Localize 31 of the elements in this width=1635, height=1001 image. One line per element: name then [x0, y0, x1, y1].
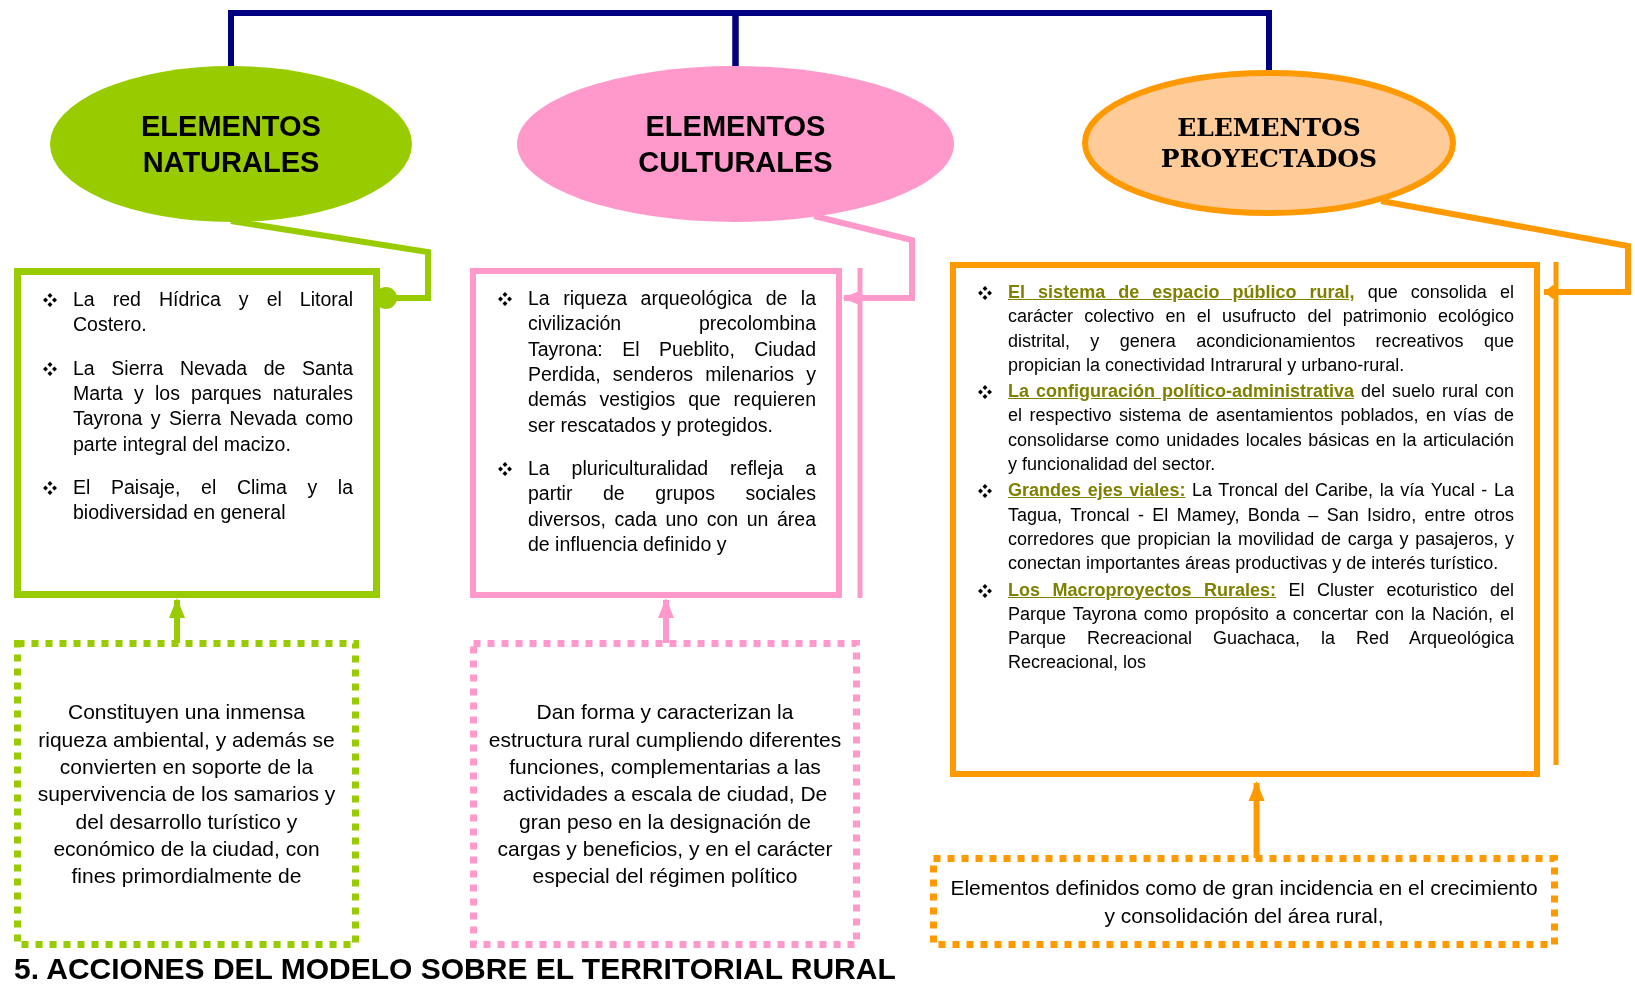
- connector-line: [732, 10, 1272, 70]
- dotted-note-box: [470, 640, 860, 948]
- list-item-text: El Paisaje, el Clima y la biodiversidad en general: [73, 475, 353, 526]
- section-heading: 5. ACCIONES DEL MODELO SOBRE EL TERRITORIAL RURAL: [14, 952, 896, 986]
- bullet-list-box: [470, 268, 842, 598]
- dotted-note-box: [14, 640, 359, 948]
- ellipse-node: [517, 66, 954, 222]
- note-text: Elementos definidos como de gran incidencia en el crecimiento y consolidación del área rural,: [949, 875, 1539, 929]
- heading-text: ELEMENTOS PROYECTADOS: [1159, 111, 1379, 175]
- note-text: Dan forma y caracterizan la estructura rural cumpliendo diferentes funciones, complementarias a las actividades a escala de ciudad, De gran peso en la designación de cargas y beneficios, y en el carácter especial del régimen político: [488, 699, 842, 890]
- connector-line: [230, 218, 431, 309]
- list-item-text: La red Hídrica y el Litoral Costero.: [73, 287, 353, 338]
- list-item-text: La Sierra Nevada de Santa Marta y los parques naturales Tayrona y Sierra Nevada como parte integral del macizo.: [73, 355, 353, 457]
- connector-line: [813, 213, 915, 306]
- list-item-text: La riqueza arqueológica de la civilización precolombina Tayrona: El Pueblito, Ciudad Perdida, senderos milenarios y demás vestigios que requieren ser rescatados y protegidos.: [528, 286, 816, 438]
- bullet-list-box: [950, 262, 1540, 777]
- connector-line: [169, 598, 185, 643]
- dotted-note-box: [930, 855, 1558, 948]
- ellipse-node: [1082, 70, 1456, 216]
- connector-line: [1380, 198, 1631, 299]
- list-item-text: La pluriculturalidad refleja a partir de grupos sociales diversos, cada uno con un área de influencia definido y: [528, 456, 816, 558]
- heading-text: ELEMENTOS NATURALES: [140, 108, 322, 180]
- note-text: Constituyen una inmensa riqueza ambiental, y además se convierten en soporte de la supervivencia de los samarios y del desarrollo turístico y económico de la ciudad, con fines primordialmente de: [36, 699, 337, 890]
- list-item-text: Los Macroproyectos Rurales: El Cluster ecoturistico del Parque Tayrona como propósito a concertar con la Nación, el Parque Recreacional Guachaca, la Red Arqueológica Recreacional, los: [1008, 578, 1514, 675]
- heading-text: ELEMENTOS CULTURALES: [637, 108, 834, 180]
- list-item-text: El sistema de espacio público rural, que consolida el carácter colectivo en el usufructo del patrimonio ecológico distrital, y genera acondicionamientos recreativos que propician la conectividad Intrarural y urbano-rural.: [1008, 281, 1514, 377]
- list-item-text: La configuración político-administrativa del suelo rural con el respectivo sistema de asentamientos poblados, en vías de consolidarse como unidades locales básicas en la articulación y funcionalidad del sector.: [1008, 380, 1514, 477]
- bullet-list-box: [14, 268, 380, 598]
- list-item-text: Grandes ejes viales: La Troncal del Caribe, la vía Yucal - La Tagua, Troncal - El Mamey, Bonda – San Isidro, entre otros corredores que propician la movilidad de carga y pasajeros, y conectan importantes áreas productivas y de interés turístico.: [1008, 479, 1514, 576]
- connector-line: [1248, 781, 1265, 858]
- ellipse-node: [50, 66, 412, 222]
